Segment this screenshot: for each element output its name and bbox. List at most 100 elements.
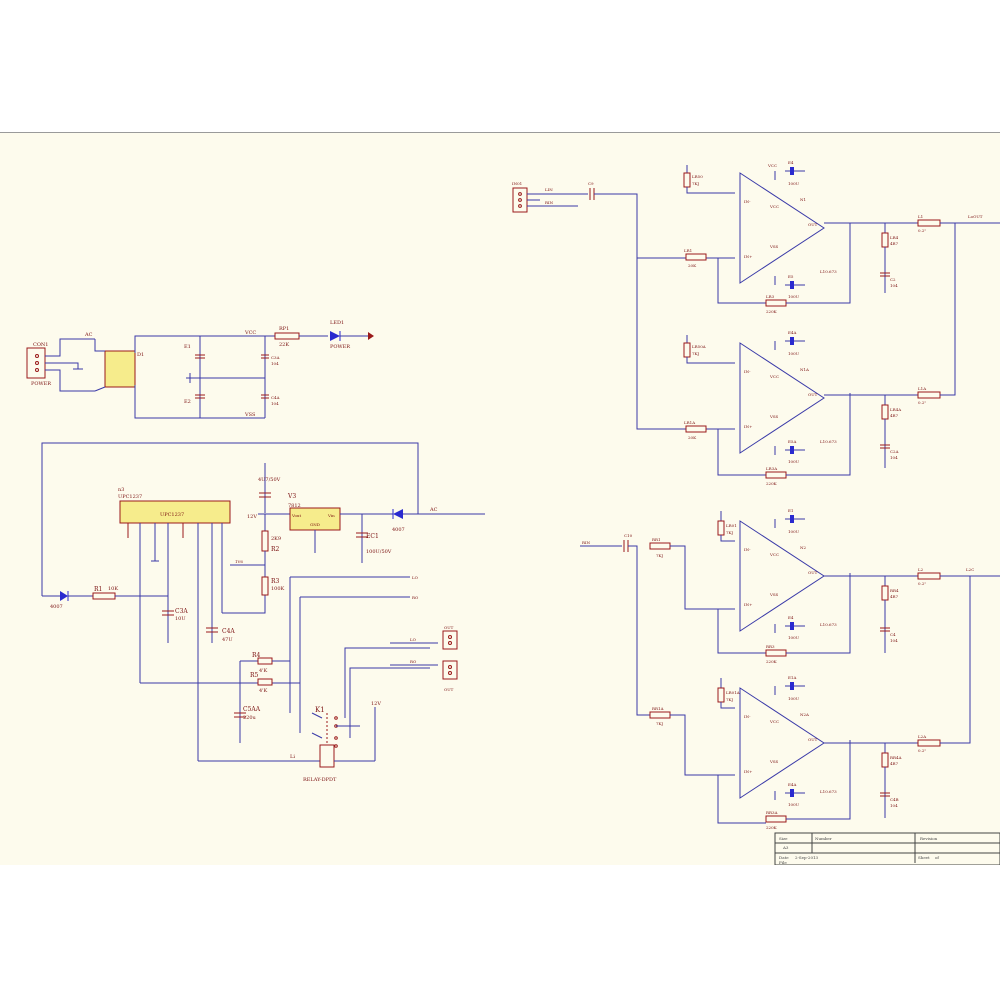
c-bot-label: E5	[788, 274, 794, 279]
ri-value: 7KJ	[656, 721, 664, 726]
rb-label: RR3	[766, 644, 775, 649]
rb-value: 220K	[766, 309, 778, 314]
reg-vin: Vin	[327, 513, 335, 518]
bridge-rectifier	[104, 350, 136, 388]
c10-label: C10	[624, 533, 633, 538]
rb-label: LR3	[766, 294, 775, 299]
speaker-protection-section: n3 UPC1237 UPC1237 4007 R1 10K C3A 10U C…	[41, 442, 485, 783]
pin-inp: IN+	[744, 769, 752, 774]
opamp-n1a	[739, 342, 825, 454]
schematic-canvas: CON1 POWER AC D1 VCC VSS E1 E2 C3A 104 C…	[26, 160, 1000, 865]
rz-value: 4R7	[890, 761, 899, 766]
title-block: Size A3 Number Revision Date 2-Sep-2013 …	[774, 832, 1000, 865]
r1-value: 10K	[108, 586, 118, 592]
opamp-ref: N2	[800, 545, 807, 550]
cz-label: C4	[890, 632, 896, 637]
chip-ref: n3	[118, 487, 124, 493]
opamp-ref: N2A	[800, 712, 809, 717]
inductor-label: L10.673	[820, 622, 837, 627]
k1-label: K1	[315, 706, 325, 714]
out-net: L2C	[966, 567, 974, 572]
r2-value: 2K9	[271, 536, 281, 542]
input-connector-ref: IN01	[512, 181, 522, 186]
ri-label: RR1A	[652, 706, 664, 711]
net-ro: RO	[412, 595, 419, 600]
number-label: Number	[815, 836, 832, 841]
revision-label: Revision	[920, 836, 938, 841]
out2-label: OUT	[444, 687, 454, 692]
c3a-label: C3A	[271, 355, 280, 360]
file-label: File	[779, 860, 787, 865]
cz-value: 104	[890, 283, 898, 288]
c-bot-value: 100U	[788, 802, 800, 807]
c-bot-value: 100U	[788, 459, 800, 464]
net-lo: LO	[412, 575, 419, 580]
amp-stage-3: IN- IN+ VCC VSS OUT N2 LR01 7KJ RR1 7KJ …	[649, 508, 1000, 664]
c3a-value: 104	[271, 361, 279, 366]
net-lv: 1V6	[235, 559, 243, 564]
lo-label: L1A	[918, 386, 926, 391]
diode-left-label: 4007	[50, 604, 63, 610]
pin-inm: IN-	[744, 547, 751, 552]
power-connector-label: POWER	[31, 381, 51, 387]
sheet-of: of	[935, 855, 939, 860]
pin-inp: IN+	[744, 254, 752, 259]
c4a-value: 104	[271, 401, 279, 406]
c-bot-label: E5A	[788, 439, 796, 444]
lo-value: 0.2"	[918, 748, 926, 753]
pin-out: OUT	[808, 737, 818, 742]
ri-value: 20K	[688, 263, 697, 268]
amp-stage-4: IN- IN+ VCC VSS OUT N2A LR01A 7KJ RR1A 7…	[649, 576, 971, 830]
c-bot-value: 100U	[788, 294, 800, 299]
pin-inm: IN-	[744, 199, 751, 204]
c4a-label: C4A	[271, 395, 280, 400]
c-top-value: 100U	[788, 529, 800, 534]
r1-resistor	[92, 592, 116, 600]
net-ro-out: RO	[410, 659, 417, 664]
rz-label: RR4A	[890, 755, 902, 760]
rz-value: 4R7	[890, 413, 899, 418]
rf-label: LR50	[692, 174, 703, 179]
pin-vss: VSS	[769, 244, 779, 249]
rf-value: 7KJ	[726, 530, 734, 535]
c3aa-label: C3A	[175, 608, 188, 615]
out1-label: OUT	[444, 625, 454, 630]
rf-value: 7KJ	[692, 351, 700, 356]
c4aa-label: C4A	[222, 628, 235, 635]
chip-label: UPC1237	[160, 512, 184, 518]
out-connector-2	[442, 660, 458, 680]
reg-vout: Vout	[291, 513, 302, 518]
rf-label: LR01	[726, 523, 737, 528]
ri-label: RR1	[652, 537, 661, 542]
chip-part: UPC1237	[118, 494, 142, 500]
cz-value: 104	[890, 803, 898, 808]
c-top-label: E1A	[788, 675, 796, 680]
ground-symbol	[368, 332, 374, 340]
e1-label: E1	[184, 344, 191, 350]
pin-vss: VSS	[769, 414, 779, 419]
power-connector-ref: CON1	[33, 342, 48, 348]
rf-label: LR50A	[692, 344, 706, 349]
pin-out: OUT	[808, 222, 818, 227]
c-top-value: 4U7/50V	[258, 477, 281, 483]
out-net: LoOUT	[968, 214, 983, 219]
ri-label: LR1	[684, 248, 692, 253]
pin-vcc: VCC	[769, 552, 779, 557]
ec1-label: EC1	[366, 533, 379, 540]
rb-label: RR3A	[766, 810, 778, 815]
net-vcc: VCC	[244, 330, 256, 336]
vcc-net: VCC	[767, 163, 777, 168]
cz-value: 104	[890, 455, 898, 460]
rp1-label: RP1	[279, 326, 289, 332]
pin-inm: IN-	[744, 369, 751, 374]
r5-resistor	[257, 678, 273, 686]
c-bot-value: 100U	[788, 635, 800, 640]
led-label: LED1	[330, 320, 344, 326]
inductor-label: L10.673	[820, 789, 837, 794]
opamp-ref: N1	[800, 197, 806, 202]
rf-value: 7KJ	[726, 697, 734, 702]
pin-vcc: VCC	[769, 374, 779, 379]
rf-value: 7KJ	[692, 181, 700, 186]
rb-value: 220K	[766, 481, 778, 486]
rz-label: LR4A	[890, 407, 901, 412]
